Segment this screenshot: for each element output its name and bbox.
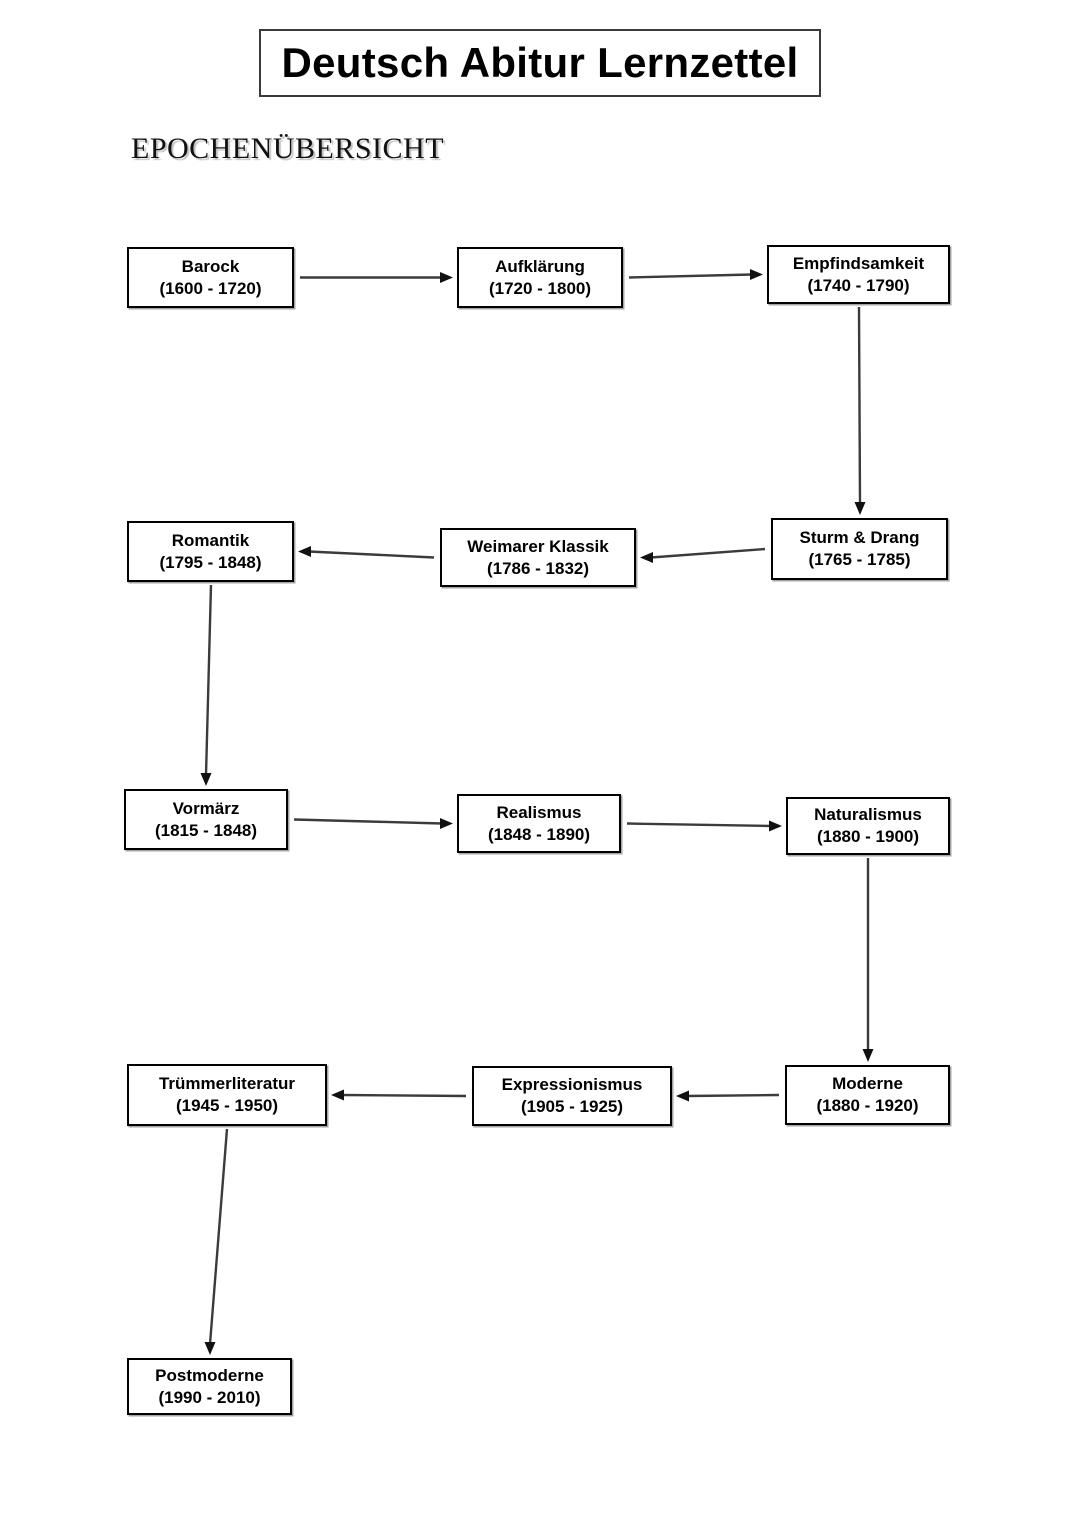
- epoch-years: (1990 - 2010): [158, 1387, 261, 1407]
- page-title-box: Deutsch Abitur Lernzettel: [259, 29, 821, 97]
- empfindsamkeit-to-sturm-und-drang-arrowhead: [854, 502, 866, 515]
- barock-to-aufklaerung-arrowhead: [440, 272, 453, 283]
- epoch-years: (1880 - 1900): [816, 827, 920, 846]
- epoch-box-sturm-und-drang[interactable]: Sturm & Drang (1765 - 1785): [771, 518, 948, 580]
- aufklaerung-to-empfindsamkeit-arrowhead: [750, 269, 763, 280]
- epoch-name: Naturalismus: [814, 805, 922, 825]
- epoch-name: Romantik: [171, 530, 250, 550]
- epoch-name: Vormärz: [172, 798, 240, 818]
- connector-realismus-to-naturalismus: [626, 820, 782, 832]
- weimarer-klassik-to-romantik-arrowhead: [298, 546, 311, 557]
- vormaerz-to-realismus-arrowhead: [440, 818, 453, 829]
- epoch-box-expressionismus[interactable]: Expressionismus (1905 - 1925): [472, 1066, 672, 1126]
- moderne-to-expressionismus-arrowhead: [676, 1090, 689, 1102]
- page-title: Deutsch Abitur Lernzettel: [281, 39, 799, 86]
- connector-weimarer-klassik-to-romantik: [298, 546, 435, 559]
- epoch-name: Expressionismus: [501, 1075, 643, 1095]
- epoch-box-vormaerz[interactable]: Vormärz(1815 - 1848): [124, 789, 288, 850]
- epoch-years: (1945 - 1950): [175, 1096, 279, 1115]
- connector-expressionismus-to-truemmerliteratur: [331, 1089, 467, 1101]
- epoch-box-moderne[interactable]: Moderne (1880 - 1920): [785, 1065, 950, 1125]
- sturm-und-drang-to-weimarer-klassik-arrowhead: [640, 552, 653, 563]
- truemmerliteratur-to-postmoderne-line: [208, 1128, 229, 1345]
- epoch-years: (1795 - 1848): [159, 552, 262, 572]
- epoch-box-empfindsamkeit[interactable]: Empfindsamkeit(1740 - 1790): [767, 245, 950, 304]
- epoch-box-naturalismus[interactable]: Naturalismus (1880 - 1900): [786, 797, 950, 855]
- epoch-name: Moderne: [832, 1074, 903, 1094]
- epoch-years: (1600 - 1720): [159, 278, 262, 298]
- epoch-name: Aufklärung: [495, 256, 585, 276]
- connector-empfindsamkeit-to-sturm-und-drang: [854, 306, 866, 515]
- epoch-box-postmoderne[interactable]: Postmoderne(1990 - 2010): [127, 1358, 292, 1415]
- aufklaerung-to-empfindsamkeit-line: [628, 273, 753, 279]
- epoch-name: Sturm & Drang: [799, 528, 920, 548]
- epoch-box-aufklaerung[interactable]: Aufklärung(1720 - 1800): [457, 247, 623, 308]
- weimarer-klassik-to-romantik-line: [308, 550, 435, 559]
- epoch-years: (1905 - 1925): [520, 1097, 624, 1116]
- expressionismus-to-truemmerliteratur-arrowhead: [331, 1089, 344, 1101]
- epoch-years: (1880 - 1920): [816, 1096, 919, 1115]
- epoch-years: (1786 - 1832): [486, 558, 590, 578]
- epoch-box-realismus[interactable]: Realismus(1848 - 1890): [457, 794, 621, 853]
- sturm-und-drang-to-weimarer-klassik-line: [650, 547, 766, 559]
- epoch-years: (1815 - 1848): [154, 820, 258, 840]
- epoch-years: (1720 - 1800): [488, 278, 592, 298]
- epoch-box-truemmerliteratur[interactable]: Trümmerliteratur (1945 - 1950): [127, 1064, 327, 1126]
- connector-romantik-to-vormaerz: [200, 584, 213, 786]
- expressionismus-to-truemmerliteratur-line: [341, 1093, 467, 1098]
- epoch-box-romantik[interactable]: Romantik(1795 - 1848): [127, 521, 294, 582]
- epoch-name: Empfindsamkeit: [792, 253, 925, 273]
- epoch-years: (1848 - 1890): [487, 824, 591, 844]
- empfindsamkeit-to-sturm-und-drang-line: [857, 306, 862, 505]
- vormaerz-to-realismus-line: [293, 818, 443, 825]
- epoch-box-barock[interactable]: Barock(1600 - 1720): [127, 247, 294, 308]
- romantik-to-vormaerz-arrowhead: [200, 773, 212, 786]
- epoch-name: Trümmerliteratur: [158, 1074, 296, 1094]
- romantik-to-vormaerz-line: [204, 584, 213, 776]
- epoch-years: (1740 - 1790): [807, 275, 910, 295]
- connector-naturalismus-to-moderne: [862, 858, 874, 1062]
- epoch-name: Barock: [181, 256, 240, 276]
- realismus-to-naturalismus-line: [626, 822, 772, 828]
- epoch-name: Weimarer Klassik: [467, 536, 609, 556]
- connector-aufklaerung-to-empfindsamkeit: [628, 269, 763, 280]
- moderne-to-expressionismus-line: [686, 1093, 780, 1098]
- epoch-name: Realismus: [496, 802, 582, 822]
- epoch-years: (1765 - 1785): [808, 550, 911, 569]
- epoch-name: Postmoderne: [155, 1365, 264, 1385]
- truemmerliteratur-to-postmoderne-arrowhead: [204, 1342, 216, 1355]
- connector-sturm-und-drang-to-weimarer-klassik: [640, 547, 766, 563]
- section-heading: EPOCHENÜBERSICHT: [131, 132, 445, 165]
- connector-vormaerz-to-realismus: [293, 818, 453, 829]
- connector-moderne-to-expressionismus: [676, 1090, 780, 1102]
- realismus-to-naturalismus-arrowhead: [769, 820, 782, 832]
- connector-truemmerliteratur-to-postmoderne: [204, 1128, 229, 1355]
- connector-barock-to-aufklaerung: [300, 272, 453, 283]
- epoch-box-weimarer-klassik[interactable]: Weimarer Klassik(1786 - 1832): [440, 528, 636, 587]
- naturalismus-to-moderne-arrowhead: [862, 1049, 874, 1062]
